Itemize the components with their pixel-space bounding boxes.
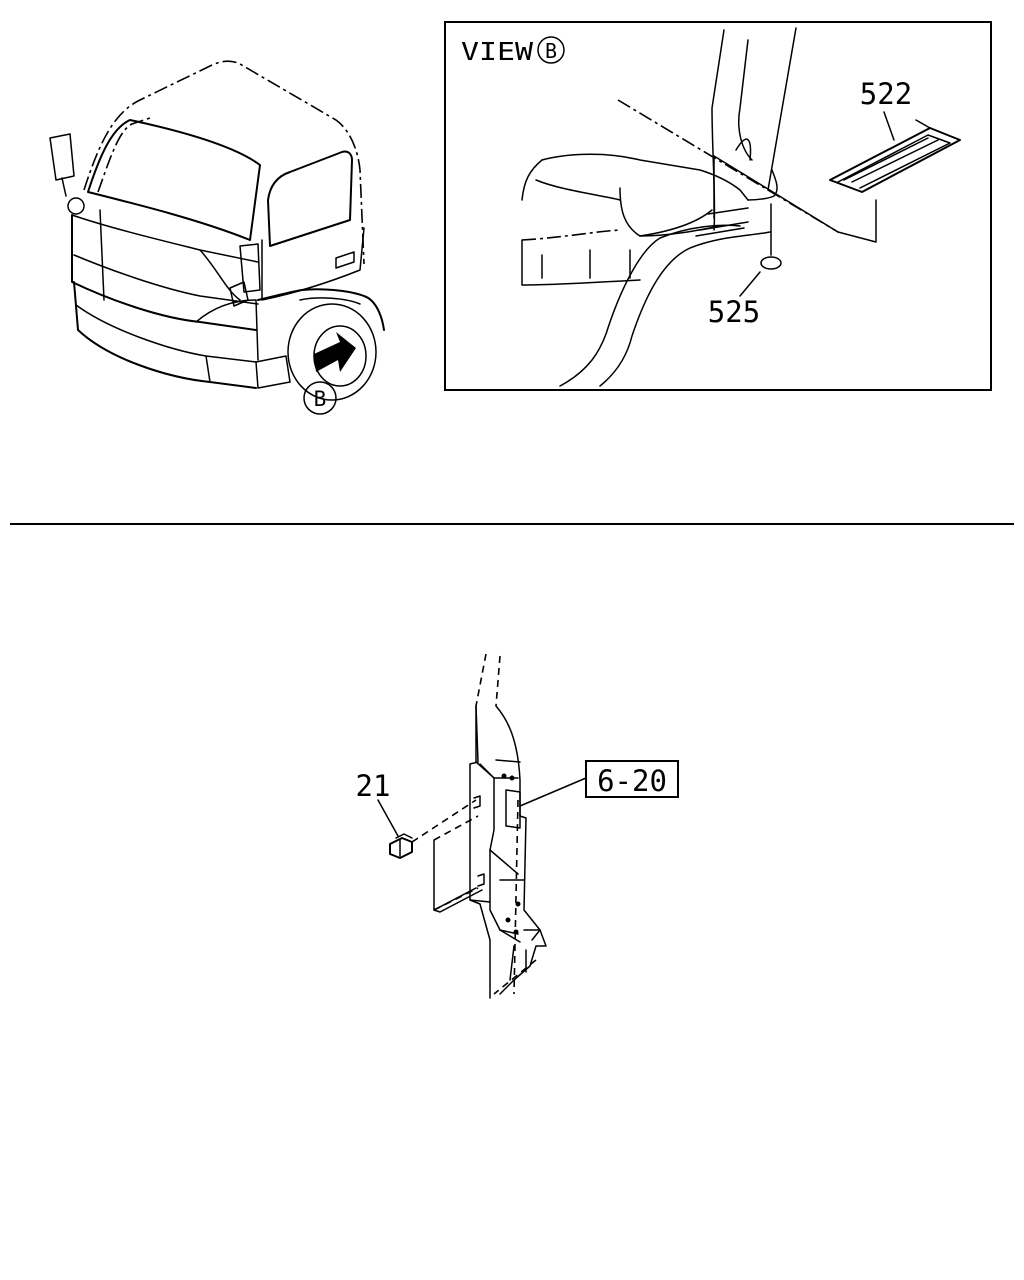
pillar-bracket-illustration: [377, 653, 587, 999]
reference-box: 6-20: [585, 760, 679, 798]
step-area-drawing: [521, 27, 839, 387]
view-b-detail-panel: VIEW B: [444, 21, 992, 391]
view-marker-letter: B: [545, 39, 557, 63]
part-number-525: 525: [708, 295, 760, 329]
view-b-callout: B: [303, 381, 337, 415]
reference-number: 6-20: [597, 764, 667, 798]
truck-cab-illustration: [49, 60, 385, 401]
part-number-522: 522: [860, 77, 912, 111]
step-pad-part: [829, 111, 961, 243]
part-number-21: 21: [356, 769, 391, 803]
view-label: VIEW: [461, 37, 534, 66]
view-b-callout-letter: B: [314, 387, 327, 411]
